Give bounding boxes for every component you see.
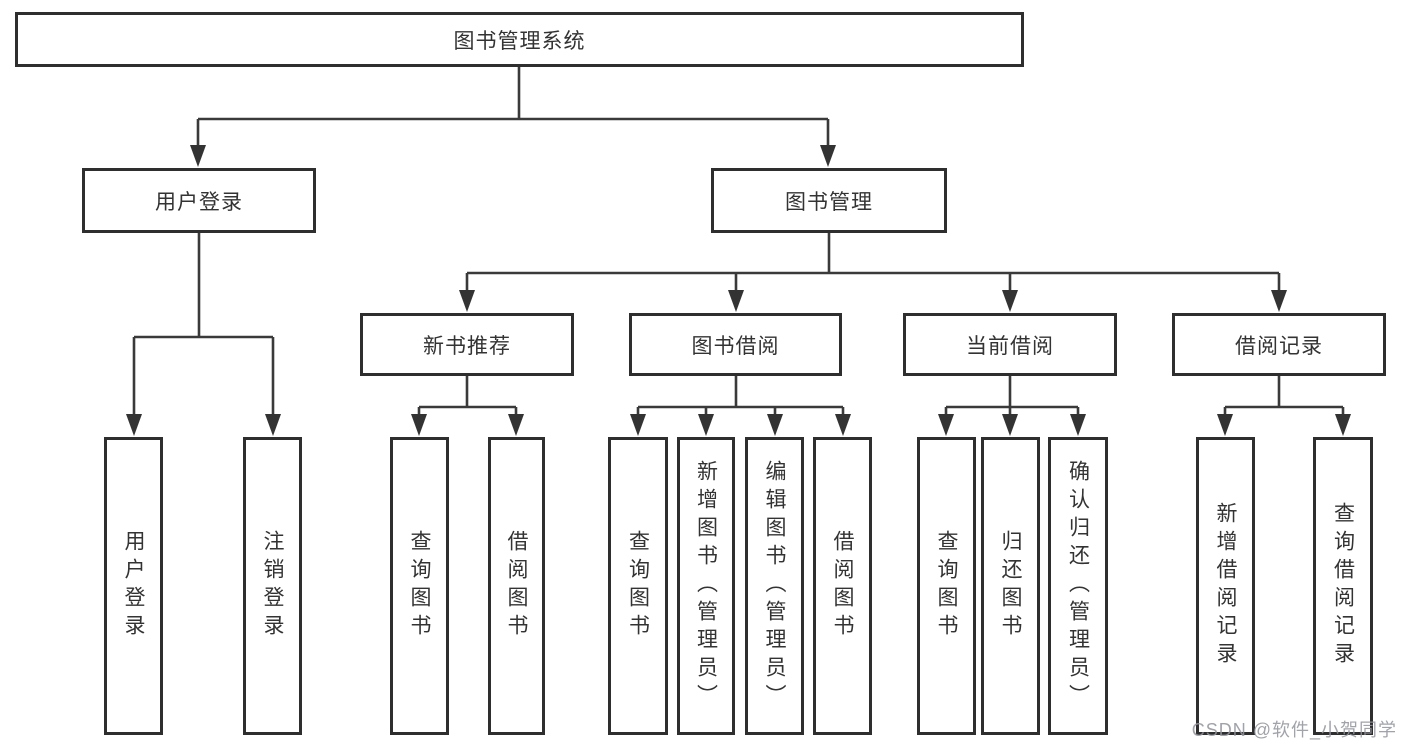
leaf-label: 查询图书 <box>935 530 958 642</box>
leaf-label: 编辑图书（管理员） <box>763 460 786 712</box>
leaf-label: 查询图书 <box>408 530 431 642</box>
leaf-query-borrow-record: 查询借阅记录 <box>1313 437 1373 735</box>
leaf-add-books-admin: 新增图书（管理员） <box>677 437 735 735</box>
leaf-label: 借阅图书 <box>831 530 854 642</box>
node-book-management: 图书管理 <box>711 168 947 233</box>
leaf-return-books: 归还图书 <box>981 437 1040 735</box>
node-label: 新书推荐 <box>423 334 511 358</box>
node-label: 用户登录 <box>155 190 243 214</box>
leaf-edit-books-admin: 编辑图书（管理员） <box>745 437 804 735</box>
node-label: 图书管理系统 <box>453 29 586 53</box>
leaf-label: 归还图书 <box>999 530 1022 642</box>
node-label: 图书管理 <box>785 190 873 214</box>
node-borrow-records: 借阅记录 <box>1172 313 1386 376</box>
leaf-label: 确认归还（管理员） <box>1066 460 1090 712</box>
leaf-logout: 注销登录 <box>243 437 302 735</box>
watermark-text: CSDN @软件_小贺同学 <box>1191 720 1397 740</box>
leaf-query-books-borrow: 查询图书 <box>608 437 668 735</box>
node-label: 借阅记录 <box>1235 334 1323 358</box>
node-new-book-recommend: 新书推荐 <box>360 313 574 376</box>
leaf-confirm-return-admin: 确认归还（管理员） <box>1048 437 1108 735</box>
leaf-query-books-current: 查询图书 <box>917 437 976 735</box>
leaf-label: 查询图书 <box>626 530 650 642</box>
leaf-label: 新增图书（管理员） <box>694 460 718 712</box>
leaf-user-login: 用户登录 <box>104 437 163 735</box>
leaf-borrow-books: 借阅图书 <box>813 437 872 735</box>
node-current-borrow: 当前借阅 <box>903 313 1117 376</box>
node-label: 图书借阅 <box>691 334 780 358</box>
leaf-borrow-books-recommend: 借阅图书 <box>488 437 545 735</box>
node-label: 当前借阅 <box>966 334 1054 358</box>
leaf-query-books-recommend: 查询图书 <box>390 437 449 735</box>
leaf-label: 用户登录 <box>122 530 145 642</box>
leaf-label: 注销登录 <box>261 530 284 642</box>
node-book-borrow: 图书借阅 <box>629 313 842 376</box>
leaf-label: 借阅图书 <box>505 530 528 642</box>
node-library-management-system: 图书管理系统 <box>15 12 1024 67</box>
leaf-add-borrow-record: 新增借阅记录 <box>1196 437 1255 735</box>
node-user-login: 用户登录 <box>82 168 316 233</box>
leaf-label: 查询借阅记录 <box>1331 502 1355 670</box>
leaf-label: 新增借阅记录 <box>1214 502 1237 670</box>
